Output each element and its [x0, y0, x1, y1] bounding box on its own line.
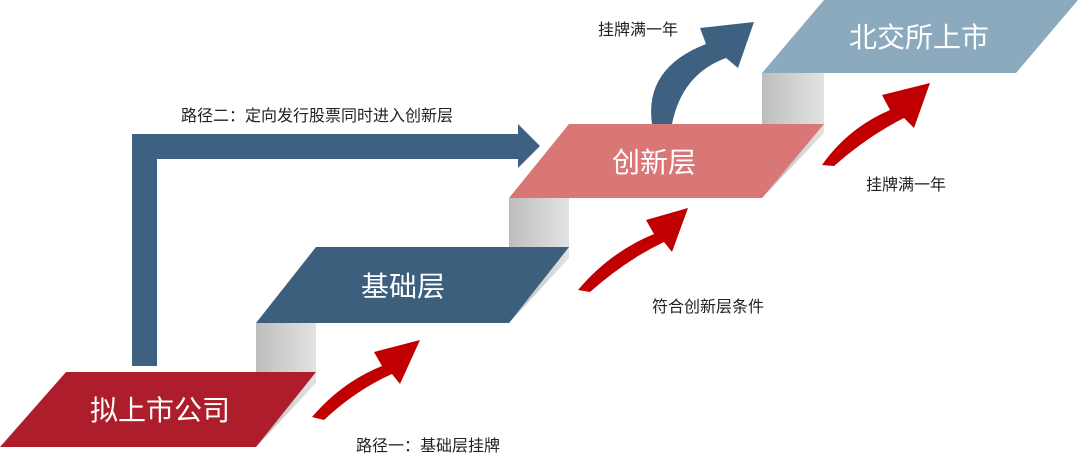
annotation-path-one: 路径一：基础层挂牌 — [356, 436, 500, 455]
annotation-path-two: 路径二：定向发行股票同时进入创新层 — [181, 106, 453, 125]
step-base-layer — [256, 247, 569, 323]
step-innovation-layer — [509, 124, 824, 198]
label-base-layer: 基础层 — [361, 270, 445, 303]
step-pre-listing — [0, 372, 316, 447]
annotation-one-year-right: 挂牌满一年 — [866, 175, 946, 194]
red-arrow-1 — [312, 340, 420, 420]
label-bse-listing: 北交所上市 — [849, 21, 989, 54]
annotation-one-year-top: 挂牌满一年 — [598, 20, 678, 39]
red-arrow-2 — [578, 208, 688, 292]
annotation-meets-conditions: 符合创新层条件 — [652, 297, 764, 316]
label-pre-listing: 拟上市公司 — [90, 394, 230, 427]
red-arrow-3 — [822, 83, 930, 166]
path-two-arrow — [132, 124, 540, 366]
label-innovation-layer: 创新层 — [612, 146, 696, 179]
blue-arrow — [651, 22, 754, 124]
step-bse-listing — [762, 0, 1078, 73]
